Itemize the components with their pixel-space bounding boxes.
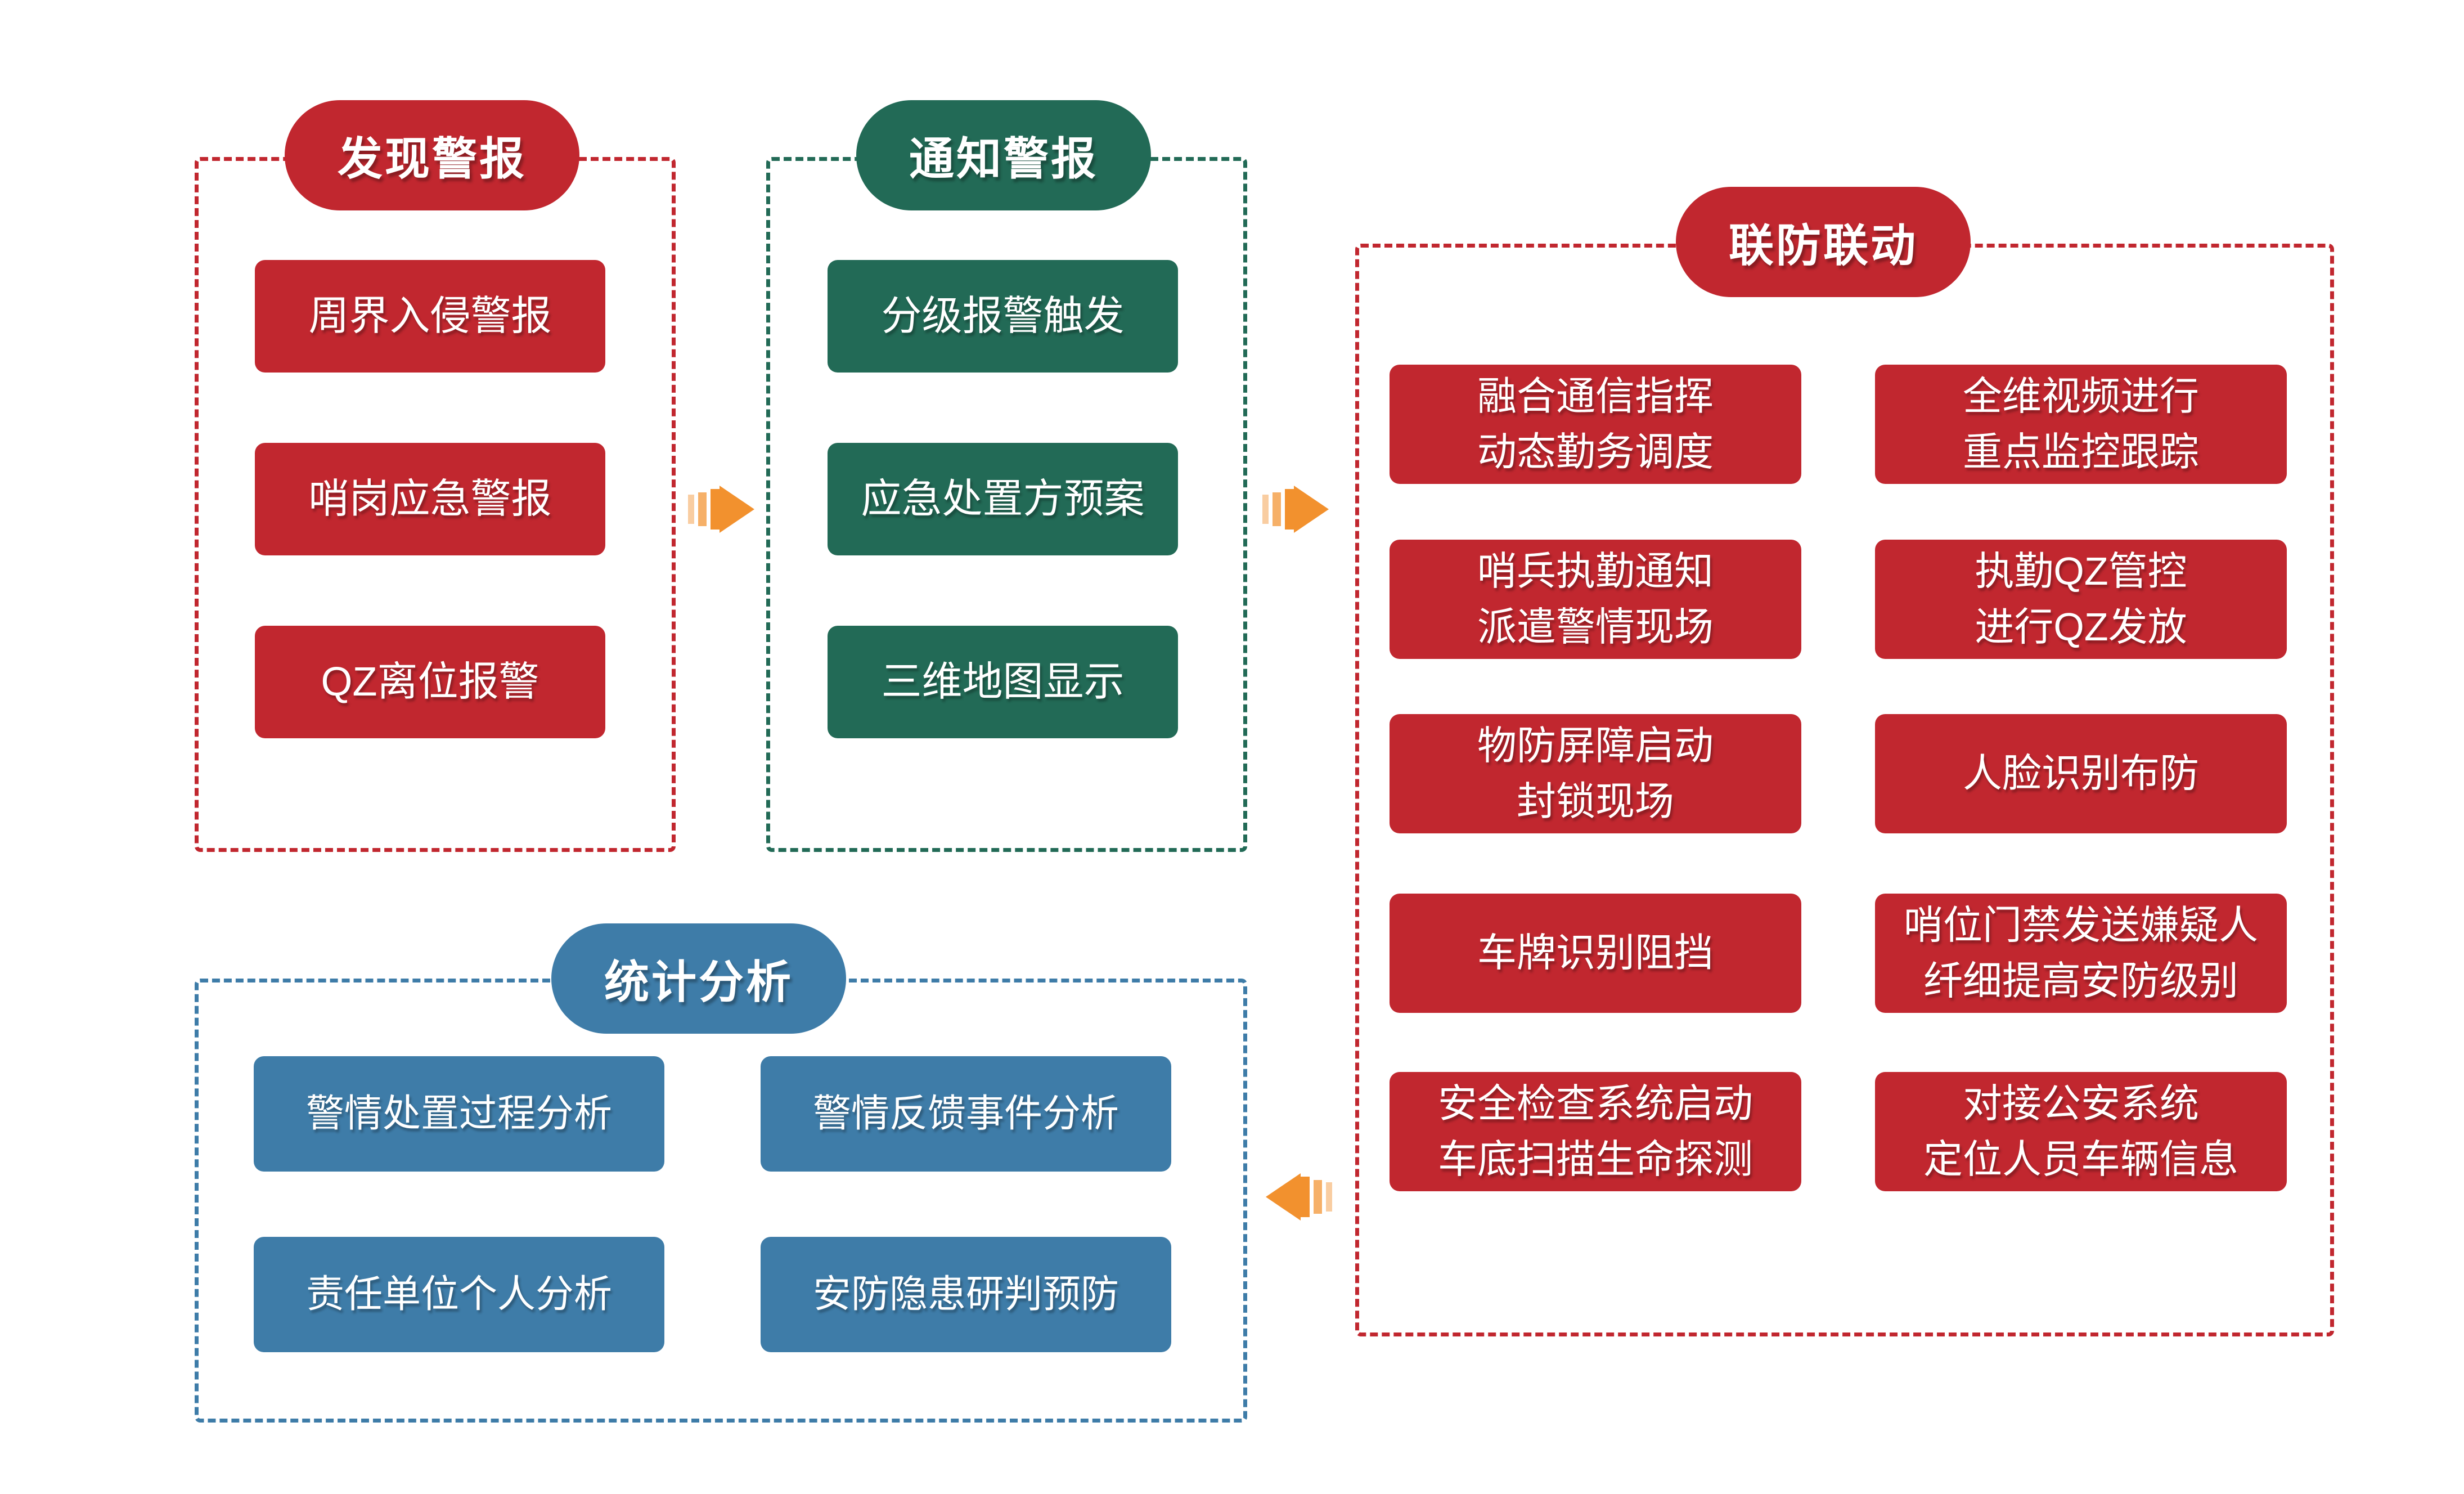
box-qz-control-issue: 执勤QZ管控 进行QZ发放 <box>1875 540 2287 659</box>
box-face-recognition-deploy: 人脸识别布防 <box>1875 714 2287 833</box>
section-title-notify-alarm: 通知警报 <box>856 100 1151 210</box>
box-video-key-tracking: 全维视频进行 重点监控跟踪 <box>1875 365 2287 484</box>
box-sentry-duty-notify: 哨兵执勤通知 派遣警情现场 <box>1390 540 1801 659</box>
section-title-joint-linkage: 联防联动 <box>1676 187 1971 297</box>
box-security-check-underbody-scan: 安全检查系统启动 车底扫描生命探测 <box>1390 1072 1801 1191</box>
section-title-stats-analysis: 统计分析 <box>551 923 846 1034</box>
box-sentry-emergency-alarm: 哨岗应急警报 <box>255 443 605 555</box>
box-alarm-feedback-event-analysis: 警情反馈事件分析 <box>761 1056 1171 1172</box>
arrow-left-icon <box>1265 1173 1332 1221</box>
box-fusion-comms-dispatch: 融合通信指挥 动态勤务调度 <box>1390 365 1801 484</box>
box-plate-recognition-block: 车牌识别阻挡 <box>1390 894 1801 1013</box>
box-emergency-response-plan: 应急处置方预案 <box>828 443 1178 555</box>
box-3d-map-display: 三维地图显示 <box>828 626 1178 738</box>
box-police-system-locate-info: 对接公安系统 定位人员车辆信息 <box>1875 1072 2287 1191</box>
box-physical-barrier-lockdown: 物防屏障启动 封锁现场 <box>1390 714 1801 833</box>
arrow-right-icon <box>1262 486 1330 533</box>
box-sentry-access-suspect-alert: 哨位门禁发送嫌疑人 纤细提高安防级别 <box>1875 894 2287 1013</box>
box-alarm-handling-process-analysis: 警情处置过程分析 <box>254 1056 664 1172</box>
arrow-right-icon <box>688 486 756 533</box>
box-qz-offsite-alarm: QZ离位报警 <box>255 626 605 738</box>
section-title-discover-alarm: 发现警报 <box>285 100 579 210</box>
box-responsible-unit-person-analysis: 责任单位个人分析 <box>254 1237 664 1352</box>
section-stats-analysis-border <box>195 979 1247 1423</box>
box-graded-alarm-trigger: 分级报警触发 <box>828 260 1178 373</box>
box-security-risk-research-prevention: 安防隐患研判预防 <box>761 1237 1171 1352</box>
box-perimeter-intrusion-alarm: 周界入侵警报 <box>255 260 605 373</box>
